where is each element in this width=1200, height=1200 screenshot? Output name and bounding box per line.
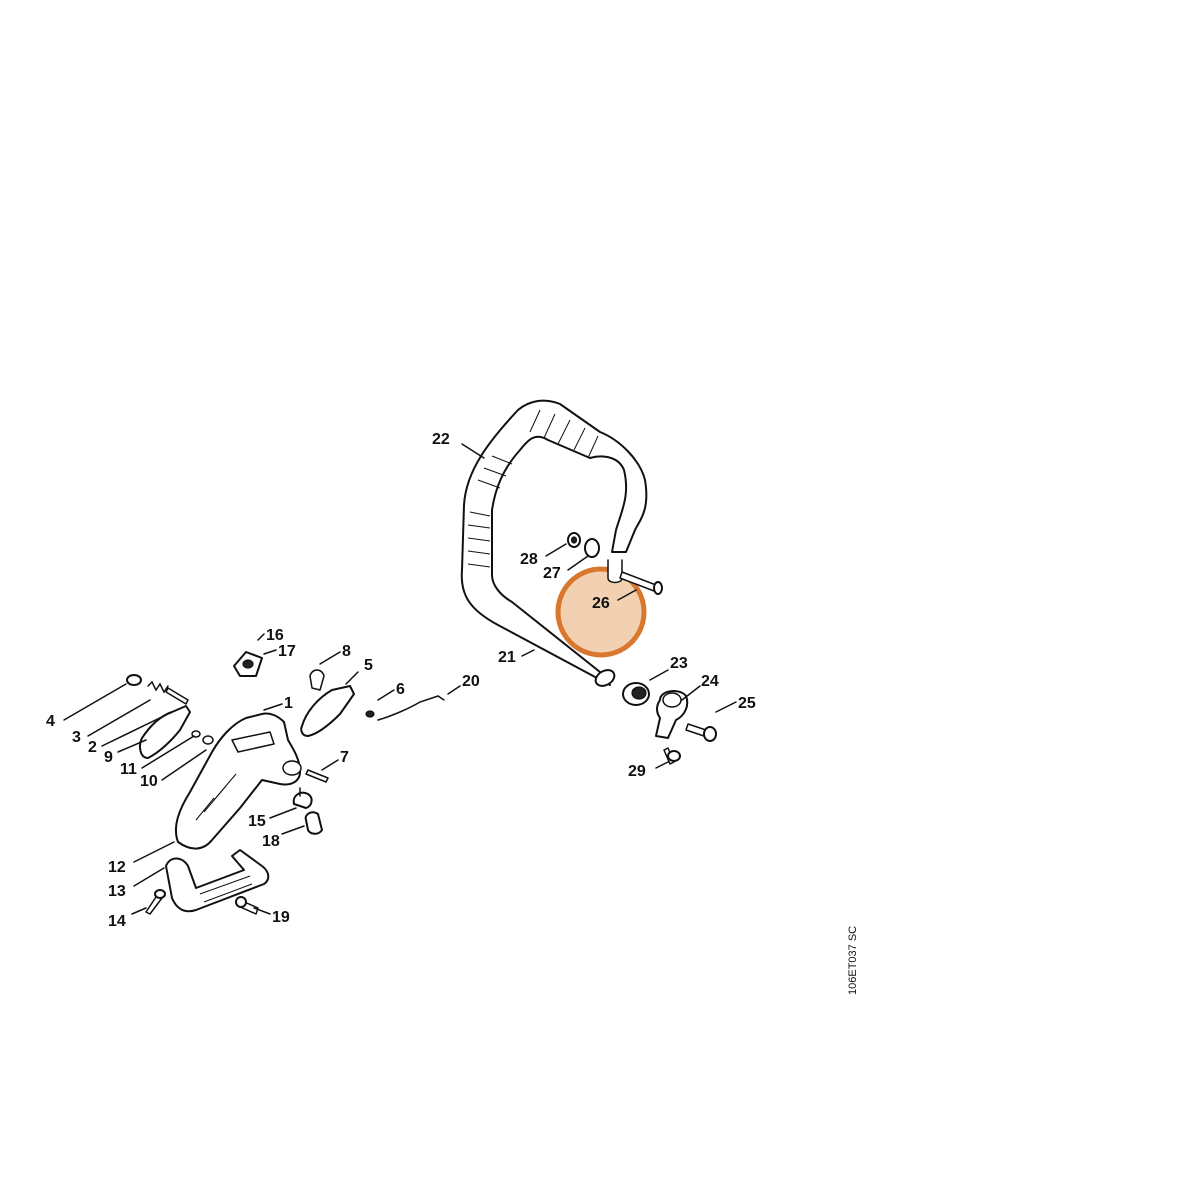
- sleeve-part-18[interactable]: [304, 811, 323, 835]
- leader-lines: [63, 443, 737, 915]
- sleeve-part-4[interactable]: [126, 674, 142, 686]
- callout-9[interactable]: 9: [104, 749, 113, 766]
- screw-part-29[interactable]: [663, 747, 681, 765]
- callout-26[interactable]: 26: [592, 595, 610, 612]
- callout-4[interactable]: 4: [46, 713, 55, 730]
- rear-handle-part-12[interactable]: [174, 712, 302, 850]
- callout-17[interactable]: 17: [278, 643, 296, 660]
- callout-16[interactable]: 16: [266, 627, 284, 644]
- callout-20[interactable]: 20: [462, 673, 480, 690]
- mount-plate-part-16[interactable]: [233, 651, 263, 677]
- clip-part-8[interactable]: [309, 669, 325, 691]
- callout-23[interactable]: 23: [670, 655, 688, 672]
- pin-part-7[interactable]: [305, 769, 329, 783]
- screw-part-19[interactable]: [235, 896, 259, 915]
- spring-part-3[interactable]: [147, 680, 169, 694]
- handle-molding-part-13[interactable]: [165, 849, 270, 913]
- bolt-part-15[interactable]: [292, 787, 313, 809]
- callout-8[interactable]: 8: [342, 643, 351, 660]
- callout-15[interactable]: 15: [248, 813, 266, 830]
- sleeve-part-10[interactable]: [202, 735, 214, 745]
- callout-21[interactable]: 21: [498, 649, 516, 666]
- callout-28[interactable]: 28: [520, 551, 538, 568]
- throttle-trigger-part-9[interactable]: [139, 705, 191, 759]
- washer-part-27[interactable]: [584, 538, 600, 558]
- callout-1[interactable]: 1: [284, 695, 293, 712]
- rod-part-2[interactable]: [165, 687, 189, 705]
- screw-part-25[interactable]: [685, 723, 717, 742]
- rod-part-20[interactable]: [377, 695, 445, 721]
- callout-labels: 22 28 27 26 21 23 24 25 29 16 17 8 5 6 2…: [46, 431, 756, 930]
- callout-18[interactable]: 18: [262, 833, 280, 850]
- nut-part-28[interactable]: [567, 532, 581, 548]
- callout-29[interactable]: 29: [628, 763, 646, 780]
- callout-6[interactable]: 6: [396, 681, 405, 698]
- callout-10[interactable]: 10: [140, 773, 158, 790]
- callout-13[interactable]: 13: [108, 883, 126, 900]
- callout-27[interactable]: 27: [543, 565, 561, 582]
- lever-part-5[interactable]: [300, 685, 355, 737]
- callout-14[interactable]: 14: [108, 913, 126, 930]
- diagram-code: 106ET037 SC: [847, 926, 859, 995]
- callout-12[interactable]: 12: [108, 859, 126, 876]
- rod-part-6[interactable]: [365, 710, 375, 718]
- callout-11[interactable]: 11: [120, 761, 137, 778]
- callout-2[interactable]: 2: [88, 739, 97, 756]
- callout-25[interactable]: 25: [738, 695, 756, 712]
- screw-part-14[interactable]: [145, 889, 166, 915]
- handlebar-part-22[interactable]: [460, 399, 648, 689]
- highlight-circle[interactable]: [555, 566, 647, 658]
- clamp-part-24[interactable]: [655, 690, 689, 739]
- callout-7[interactable]: 7: [340, 749, 349, 766]
- callout-5[interactable]: 5: [364, 657, 373, 674]
- callout-19[interactable]: 19: [272, 909, 290, 926]
- bolt-part-26[interactable]: [619, 571, 663, 595]
- bushing-part-23[interactable]: [622, 682, 650, 706]
- callout-24[interactable]: 24: [701, 673, 719, 690]
- callout-3[interactable]: 3: [72, 729, 81, 746]
- callout-22[interactable]: 22: [432, 431, 450, 448]
